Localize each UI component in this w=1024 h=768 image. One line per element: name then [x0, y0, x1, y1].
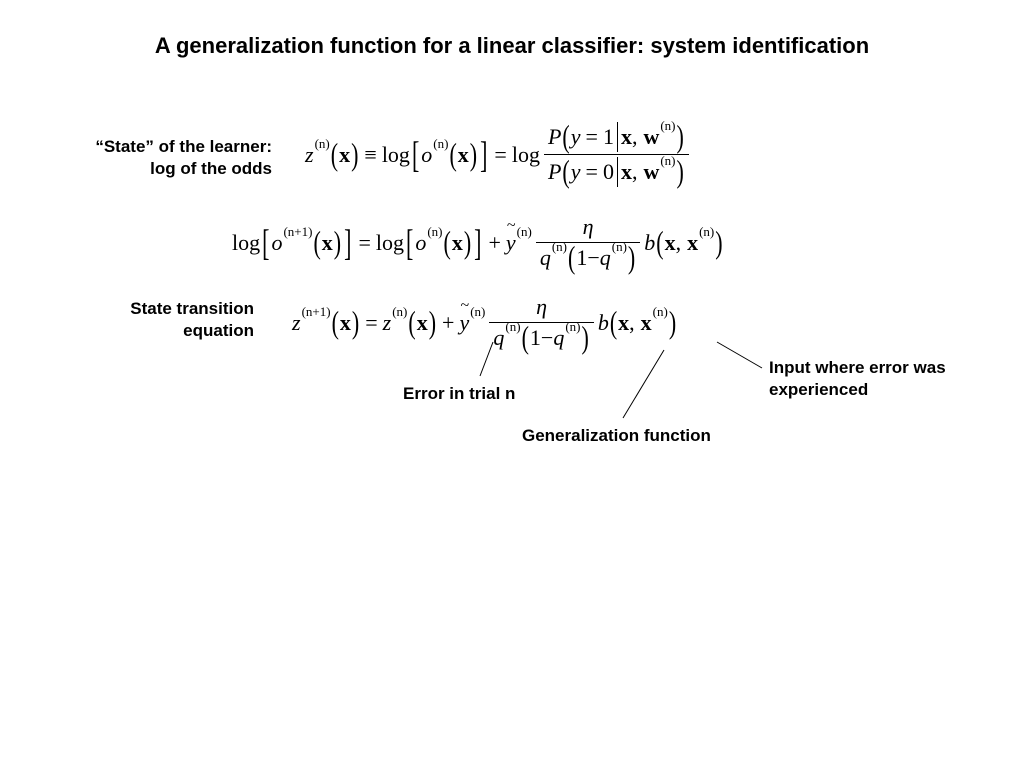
equation-log-update: log [ o(n+1) (x) ] = log [ o(n) (x) ] + … — [232, 214, 723, 276]
annotation-input-line1: Input where error was — [769, 358, 946, 377]
slide-title: A generalization function for a linear c… — [154, 33, 870, 58]
leader-generalization — [622, 349, 665, 419]
leader-error — [479, 341, 494, 377]
state-label-line2: log of the odds — [150, 159, 272, 178]
transition-label: State transition equation — [60, 298, 254, 342]
odds-fraction: P( y=1 x,w(n) ) P( y=0 x,w(n) ) — [543, 118, 689, 189]
leader-input — [716, 341, 763, 369]
annotation-error: Error in trial n — [403, 384, 516, 403]
learning-rate-fraction: η q(n) ( 1− q(n) ) — [535, 214, 641, 275]
annotation-generalization: Generalization function — [522, 426, 711, 445]
transition-label-line2: equation — [183, 321, 254, 340]
transition-label-line1: State transition — [130, 299, 254, 318]
equation-log-odds: z(n) (x) ≡ log [ o(n) (x) ] = log P( y=1… — [305, 118, 693, 189]
state-label-line1: “State” of the learner: — [95, 137, 272, 156]
equation-state-transition: z(n+1) (x) = z(n) (x) + ~y(n) η q(n) ( 1… — [292, 294, 677, 356]
annotation-input-line2: experienced — [769, 380, 869, 399]
transition-fraction: η q(n) ( 1− q(n) ) — [489, 294, 594, 355]
annotation-input: Input where error was experienced — [769, 357, 946, 401]
state-label: “State” of the learner: log of the odds — [50, 136, 272, 180]
